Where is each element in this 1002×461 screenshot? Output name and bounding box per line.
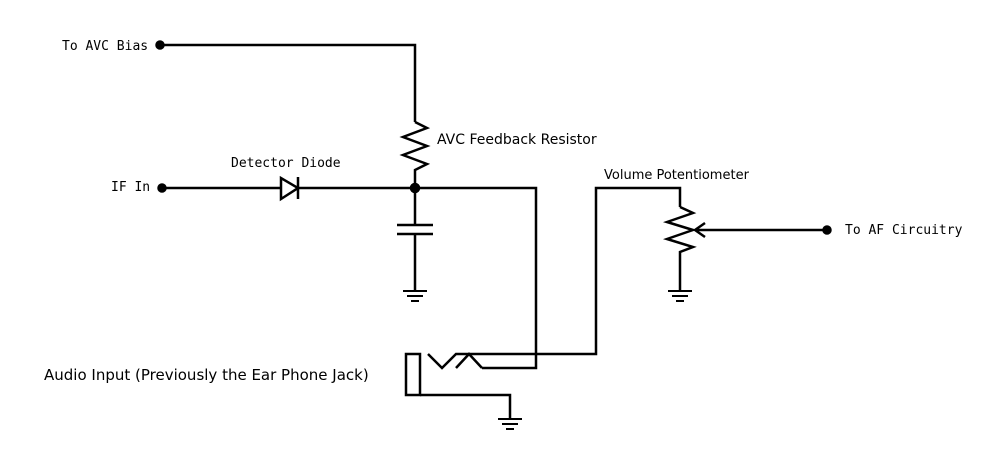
label-volume-pot: Volume Potentiometer xyxy=(604,168,749,183)
capacitor xyxy=(397,188,433,290)
label-af-circuitry: To AF Circuitry xyxy=(845,223,963,238)
jack-contact-tip xyxy=(427,186,682,370)
jack-contact-ring xyxy=(455,352,483,369)
label-if-in: IF In xyxy=(111,180,151,195)
detector-diode xyxy=(279,175,301,202)
pot-wiper xyxy=(692,221,827,239)
ground-icon xyxy=(403,290,427,302)
label-detector-diode: Detector Diode xyxy=(231,156,341,171)
avc-feedback-resistor xyxy=(399,120,431,188)
terminal-avc-bias xyxy=(155,40,165,50)
wire-diode-node xyxy=(298,186,538,370)
volume-potentiometer xyxy=(662,205,698,290)
label-avc-bias: To AVC Bias xyxy=(62,39,149,54)
wire-jack-ground xyxy=(420,393,512,418)
ear-phone-jack xyxy=(404,352,422,397)
label-avc-resistor: AVC Feedback Resistor xyxy=(437,132,597,148)
ground-icon xyxy=(498,418,522,430)
terminal-af xyxy=(822,225,832,235)
wire-avc-bias xyxy=(160,43,417,122)
label-audio-input: Audio Input (Previously the Ear Phone Ja… xyxy=(44,366,369,384)
ground-icon xyxy=(668,290,692,302)
